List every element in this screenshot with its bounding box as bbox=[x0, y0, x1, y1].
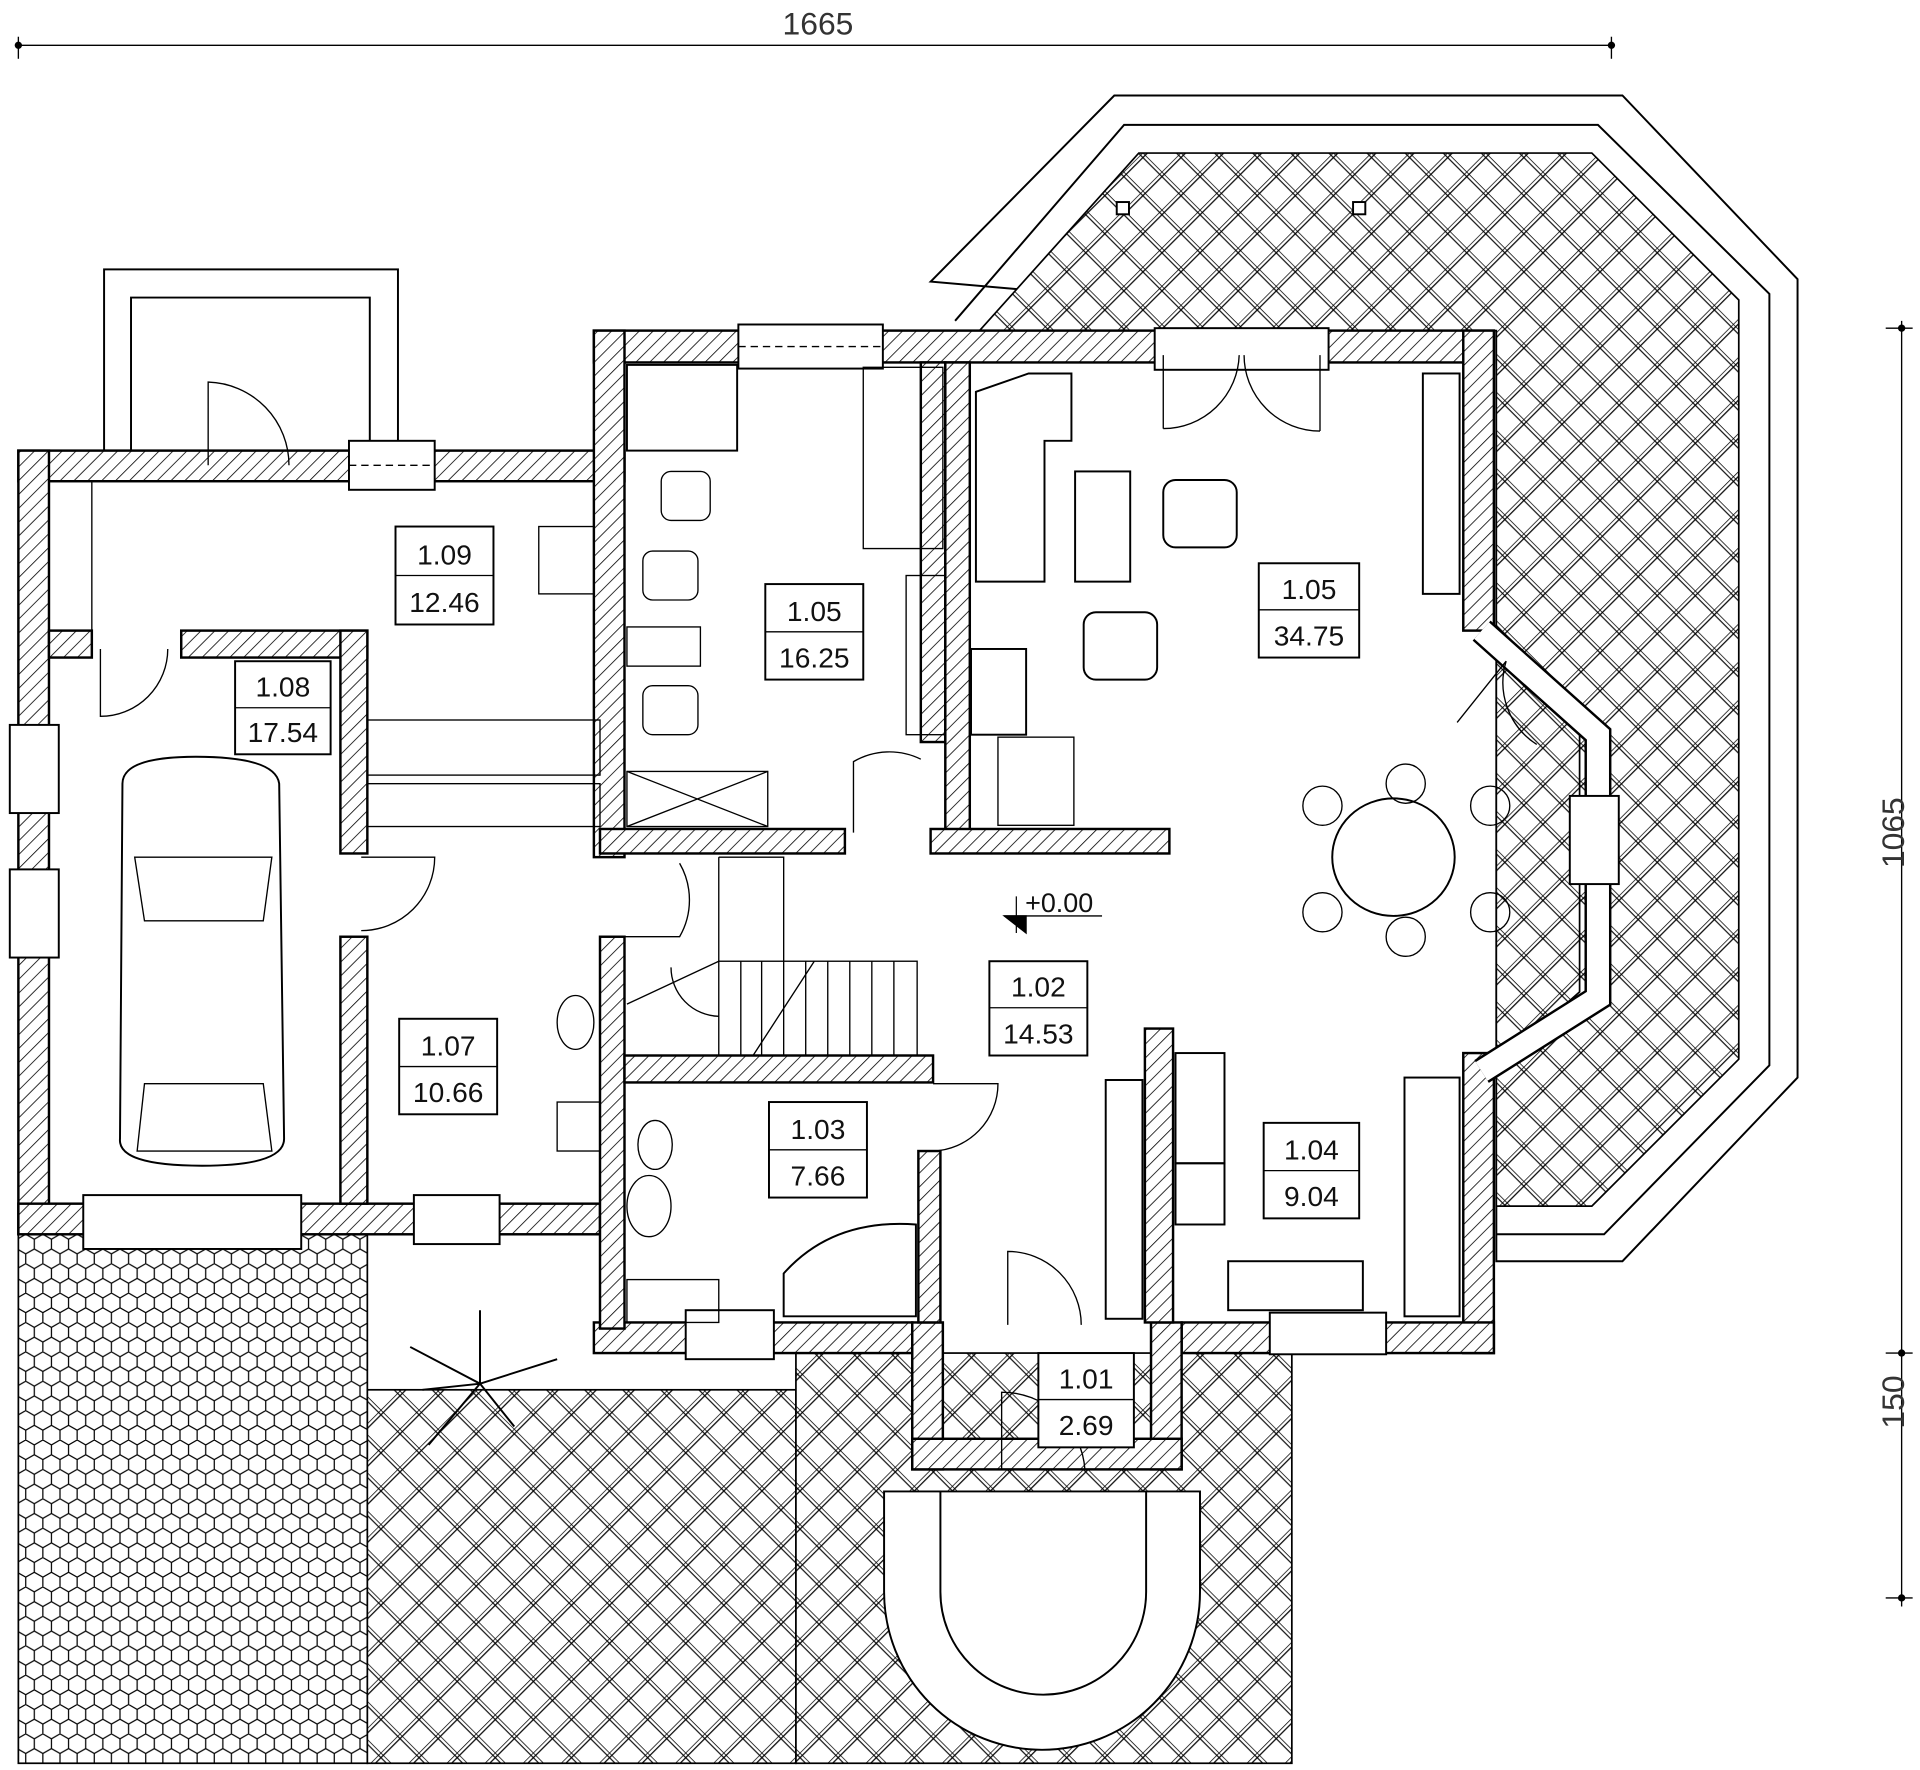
room-number: 1.02 bbox=[1011, 972, 1066, 1003]
room-label: 1.03 7.66 bbox=[768, 1101, 868, 1199]
room-area: 7.66 bbox=[791, 1160, 846, 1191]
room-number: 1.05 bbox=[1282, 574, 1337, 605]
room-area: 10.66 bbox=[413, 1077, 483, 1108]
storage-annex bbox=[103, 268, 399, 455]
room-label: 1.09 12.46 bbox=[394, 525, 495, 626]
room-number: 1.07 bbox=[421, 1031, 476, 1062]
room-label: 1.08 17.54 bbox=[234, 660, 332, 756]
room-label: 1.05 34.75 bbox=[1257, 562, 1361, 659]
room-label: 1.02 14.53 bbox=[988, 960, 1089, 1057]
room-number: 1.05 bbox=[787, 596, 842, 627]
bathroom-fixtures bbox=[556, 994, 917, 1324]
level-marker: +0.00 bbox=[1002, 888, 1103, 935]
car bbox=[119, 755, 286, 1167]
dining-table bbox=[1302, 763, 1511, 958]
room-area: 17.54 bbox=[248, 717, 318, 748]
room-label: 1.07 10.66 bbox=[398, 1017, 499, 1116]
kitchen-fixtures bbox=[1104, 1052, 1461, 1320]
right-dimension: 1065 150 bbox=[1875, 320, 1913, 1607]
porch-dimension-label: 150 bbox=[1875, 1375, 1911, 1428]
tree bbox=[409, 1310, 558, 1446]
room-number: 1.03 bbox=[791, 1114, 846, 1145]
top-dimension: 1665 bbox=[14, 5, 1616, 59]
room-area: 2.69 bbox=[1059, 1410, 1114, 1441]
octagonal-terrace bbox=[928, 94, 1799, 1263]
width-dimension-label: 1665 bbox=[783, 5, 854, 41]
level-label: +0.00 bbox=[1025, 888, 1093, 918]
living-room-furniture bbox=[970, 372, 1461, 826]
room-number: 1.08 bbox=[255, 672, 310, 703]
windows bbox=[8, 323, 1620, 1361]
walls bbox=[17, 329, 1612, 1471]
room-area: 12.46 bbox=[409, 587, 479, 618]
room-number: 1.04 bbox=[1284, 1135, 1339, 1166]
room-number: 1.09 bbox=[417, 539, 472, 570]
room-area: 9.04 bbox=[1284, 1181, 1339, 1212]
office-furniture bbox=[625, 363, 946, 828]
height-dimension-label: 1065 bbox=[1875, 797, 1911, 868]
front-paving-left bbox=[366, 1388, 797, 1765]
utility-furniture bbox=[48, 480, 601, 828]
room-area: 14.53 bbox=[1003, 1018, 1073, 1049]
room-label: 1.05 16.25 bbox=[764, 583, 865, 681]
room-label: 1.01 2.69 bbox=[1037, 1352, 1135, 1449]
room-label: 1.04 9.04 bbox=[1262, 1121, 1361, 1220]
staircase bbox=[626, 856, 918, 1057]
room-area: 16.25 bbox=[779, 642, 849, 673]
room-number: 1.01 bbox=[1059, 1364, 1114, 1395]
entrance-porch bbox=[883, 1490, 1201, 1751]
room-area: 34.75 bbox=[1274, 620, 1344, 651]
driveway-paving bbox=[17, 1233, 369, 1765]
